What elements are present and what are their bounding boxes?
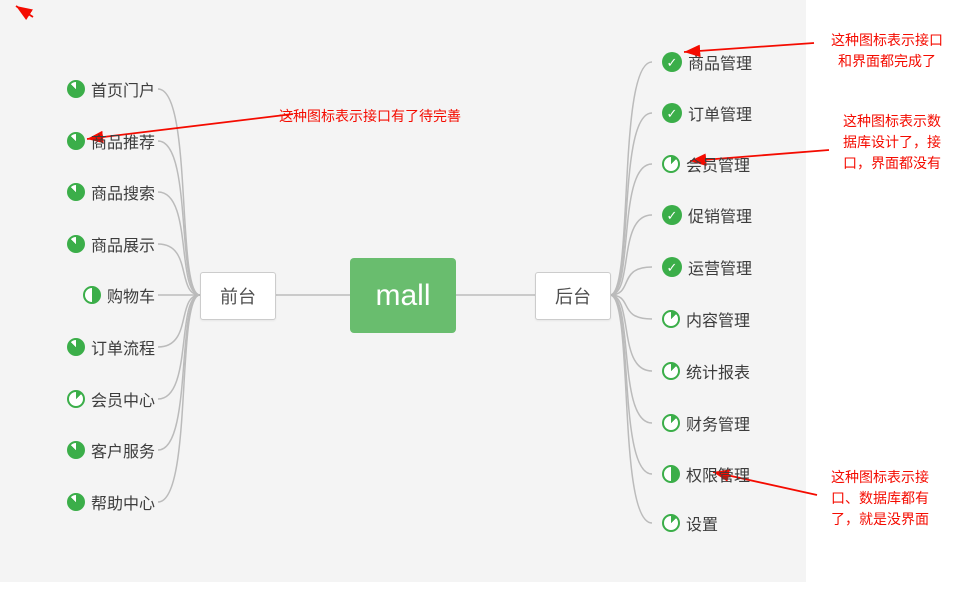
item-product-recommend[interactable]: 商品推荐 <box>66 129 155 153</box>
check-icon <box>662 103 682 123</box>
progress-7of8-icon <box>66 441 85 459</box>
item-product-display[interactable]: 商品展示 <box>66 232 155 256</box>
annotation-no-ui: 这种图标表示接 口、数据库都有 了，就是没界面 <box>811 467 949 530</box>
progress-1of8-icon <box>662 414 680 432</box>
back-items-column: 商品管理 订单管理 会员管理 促销管理 运营管理 内容管理 统计报表 财务管理 <box>662 0 862 582</box>
annotation-line: 了，就是没界面 <box>831 511 929 527</box>
progress-1of8-icon <box>662 362 680 380</box>
check-icon <box>662 52 682 72</box>
item-label: 首页门户 <box>90 83 155 100</box>
item-product-mgmt[interactable]: 商品管理 <box>662 50 752 74</box>
item-member-center[interactable]: 会员中心 <box>66 387 155 411</box>
item-operation-mgmt[interactable]: 运营管理 <box>662 255 752 279</box>
item-member-mgmt[interactable]: 会员管理 <box>662 152 750 176</box>
check-icon <box>662 205 682 225</box>
annotation-line: 和界面都完成了 <box>838 53 936 69</box>
item-finance-mgmt[interactable]: 财务管理 <box>662 411 750 435</box>
item-order-flow[interactable]: 订单流程 <box>66 335 155 359</box>
progress-7of8-icon <box>66 183 85 201</box>
annotation-all-done: 这种图标表示接口 和界面都完成了 <box>818 30 956 72</box>
item-home-portal[interactable]: 首页门户 <box>66 77 155 101</box>
item-label: 订单管理 <box>688 107 753 124</box>
item-help-center[interactable]: 帮助中心 <box>66 490 155 514</box>
progress-1of8-icon <box>662 310 680 328</box>
item-settings[interactable]: 设置 <box>662 511 718 535</box>
progress-1of8-icon <box>662 514 680 532</box>
item-product-search[interactable]: 商品搜索 <box>66 180 155 204</box>
item-customer-service[interactable]: 客户服务 <box>66 438 155 462</box>
item-label: 帮助中心 <box>90 496 155 513</box>
item-label: 内容管理 <box>686 313 751 330</box>
item-label: 商品推荐 <box>90 135 155 152</box>
item-shopping-cart[interactable]: 购物车 <box>82 283 155 307</box>
progress-7of8-icon <box>66 338 85 356</box>
progress-half-icon <box>662 465 680 483</box>
node-mall-root[interactable]: mall <box>350 258 456 333</box>
item-label: 商品展示 <box>90 238 155 255</box>
item-promotion-mgmt[interactable]: 促销管理 <box>662 203 752 227</box>
front-items-column: 首页门户 商品推荐 商品搜索 商品展示 购物车 订单流程 会员中心 客户服务 <box>0 0 155 582</box>
item-label: 订单流程 <box>90 341 155 358</box>
annotation-line: 这种图标表示数 <box>843 113 941 129</box>
progress-half-icon <box>82 286 101 304</box>
annotation-line: 口、数据库都有 <box>831 490 929 506</box>
annotation-api-incomplete: 这种图标表示接口有了待完善 <box>279 108 461 124</box>
node-front[interactable]: 前台 <box>200 272 276 320</box>
item-label: 权限管理 <box>686 468 751 485</box>
progress-7of8-icon <box>66 493 85 511</box>
node-back[interactable]: 后台 <box>535 272 611 320</box>
item-label: 会员中心 <box>90 393 155 410</box>
item-order-mgmt[interactable]: 订单管理 <box>662 101 752 125</box>
progress-1of8-icon <box>662 155 680 173</box>
check-icon <box>662 257 682 277</box>
item-stats-report[interactable]: 统计报表 <box>662 359 750 383</box>
annotation-line: 口，界面都没有 <box>843 155 941 171</box>
item-label: 商品管理 <box>688 56 753 73</box>
progress-7of8-icon <box>66 80 85 98</box>
progress-7of8-icon <box>66 235 85 253</box>
annotation-line: 这种图标表示接 <box>831 469 929 485</box>
progress-1of8-icon <box>66 390 85 408</box>
item-label: 设置 <box>686 517 719 534</box>
item-label: 统计报表 <box>686 365 751 382</box>
item-label: 财务管理 <box>686 417 751 434</box>
item-label: 促销管理 <box>688 209 753 226</box>
progress-7of8-icon <box>66 132 85 150</box>
annotation-line: 据库设计了，接 <box>843 134 941 150</box>
item-label: 客户服务 <box>90 444 155 461</box>
annotation-db-only: 这种图标表示数 据库设计了，接 口，界面都没有 <box>831 111 953 174</box>
item-label: 会员管理 <box>686 158 751 175</box>
item-label: 运营管理 <box>688 261 753 278</box>
item-permission-mgmt[interactable]: 权限管理 <box>662 462 750 486</box>
item-label: 商品搜索 <box>90 186 155 203</box>
item-label: 购物车 <box>106 289 155 306</box>
annotation-line: 这种图标表示接口 <box>831 32 943 48</box>
item-content-mgmt[interactable]: 内容管理 <box>662 307 750 331</box>
